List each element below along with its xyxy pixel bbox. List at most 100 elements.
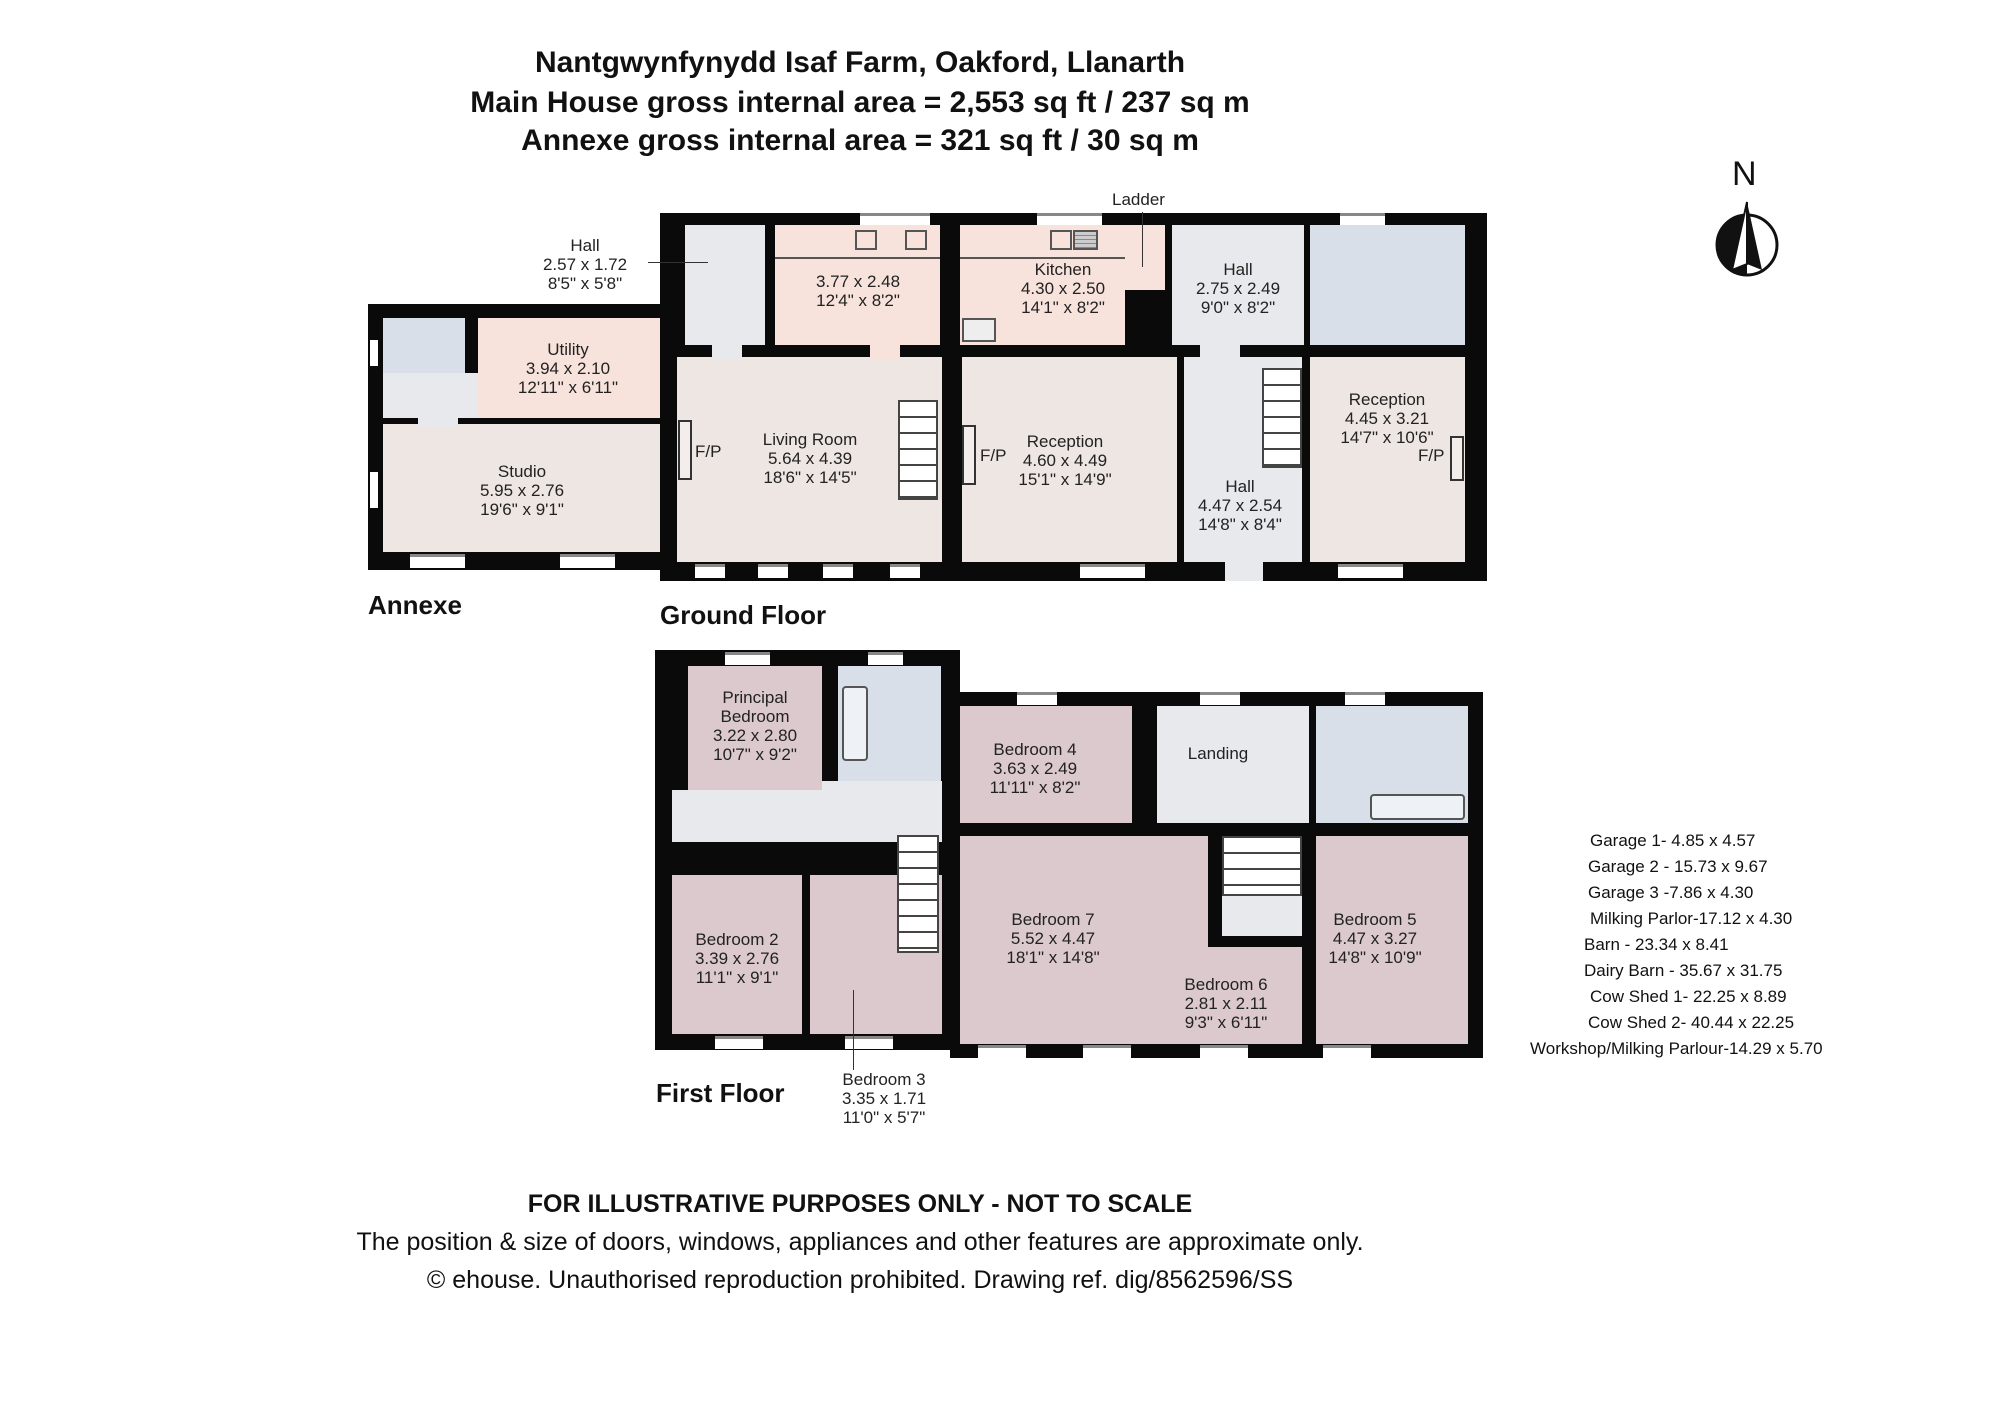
first-floor-label: First Floor (656, 1078, 785, 1108)
window (758, 564, 788, 578)
window (823, 564, 853, 578)
fireplace (678, 420, 692, 480)
compass-label: N (1732, 155, 1757, 193)
north-arrow-icon (1715, 201, 1779, 277)
ladder-arrow (1142, 212, 1143, 267)
hall-north (1172, 225, 1304, 345)
landing-label: Landing (1187, 744, 1249, 763)
outbuilding-item: Barn - 23.34 x 8.41 (1584, 935, 1729, 954)
outbuilding-item: Garage 3 -7.86 x 4.30 (1588, 883, 1754, 902)
landing (1157, 706, 1309, 823)
approximation-note: The position & size of doors, windows, a… (356, 1228, 1364, 1256)
bedroom-4 (960, 706, 1132, 823)
outbuilding-item: Milking Parlor-17.12 x 4.30 (1590, 909, 1793, 928)
window (1323, 1045, 1371, 1058)
reception-east (1310, 357, 1465, 562)
principal-bedroom-label: Principal Bedroom 3.22 x 2.80 10'7" x 9'… (712, 688, 798, 764)
window (1345, 692, 1385, 705)
stairs (1222, 836, 1302, 896)
bedroom-5 (1316, 836, 1468, 1044)
window (410, 554, 465, 568)
outbuilding-item: Dairy Barn - 35.67 x 31.75 (1584, 961, 1783, 980)
bedroom-4-label: Bedroom 4 3.63 x 2.49 11'11" x 8'2" (989, 740, 1081, 797)
fireplace (1450, 436, 1464, 481)
window (860, 213, 930, 225)
hall-north-label: Hall 2.75 x 2.49 9'0" x 8'2" (1195, 260, 1281, 317)
disclaimer: FOR ILLUSTRATIVE PURPOSES ONLY - NOT TO … (527, 1190, 1193, 1218)
annexe-door-gap (418, 418, 458, 428)
page-title: Nantgwynfynydd Isaf Farm, Oakford, Llana… (534, 46, 1186, 79)
worktop (960, 225, 1125, 259)
drainer-icon (1073, 230, 1098, 250)
outbuilding-item: Workshop/Milking Parlour-14.29 x 5.70 (1530, 1039, 1823, 1058)
window (1083, 1045, 1131, 1058)
annexe-lobby (383, 373, 478, 418)
window (1338, 564, 1403, 578)
outbuilding-item: Cow Shed 2- 40.44 x 22.25 (1588, 1013, 1795, 1032)
reception-east-label: Reception 4.45 x 3.21 14'7" x 10'6" (1340, 390, 1434, 447)
window (1340, 213, 1385, 225)
utility-room (478, 318, 660, 418)
stairs (897, 835, 939, 953)
main-house-area: Main House gross internal area = 2,553 s… (470, 86, 1250, 119)
annexe-wc (383, 318, 465, 373)
bedroom-6-label: Bedroom 6 2.81 x 2.11 9'3" x 6'11" (1184, 975, 1268, 1032)
window (868, 652, 903, 665)
ground-floor-label: Ground Floor (660, 600, 827, 630)
first-landing-west-2 (822, 781, 942, 801)
compass: N (1712, 155, 1782, 285)
leader-arrow (648, 262, 708, 263)
sink-icon (1050, 230, 1072, 250)
kitchen-west-label: 3.77 x 2.48 12'4" x 8'2" (815, 272, 901, 310)
bath-icon (842, 686, 868, 761)
window (1200, 692, 1240, 705)
annexe-area: Annexe gross internal area = 321 sq ft /… (521, 124, 1199, 157)
window (695, 564, 725, 578)
outbuilding-item: Garage 2 - 15.73 x 9.67 (1588, 857, 1768, 876)
entry-hall (685, 225, 765, 345)
fireplace-label: F/P (1418, 446, 1445, 465)
bedroom-6 (1166, 947, 1302, 1044)
outbuildings-list: Garage 1- 4.85 x 4.57 Garage 2 - 15.73 x… (1530, 828, 1823, 1062)
kitchen-label: Kitchen 4.30 x 2.50 14'1" x 8'2" (1020, 260, 1106, 317)
hall-south-label: Hall 4.47 x 2.54 14'8" x 8'4" (1197, 477, 1283, 534)
ladder-label: Ladder (1112, 190, 1165, 209)
outbuilding-item: Garage 1- 4.85 x 4.57 (1590, 831, 1756, 850)
utility-label: Utility 3.94 x 2.10 12'11" x 6'11" (517, 340, 619, 397)
fireplace (962, 425, 976, 485)
window (1080, 564, 1145, 578)
fireplace-label: F/P (695, 442, 722, 461)
bedroom-2-label: Bedroom 2 3.39 x 2.76 11'1" x 9'1" (694, 930, 780, 987)
cooker-icon (962, 318, 996, 342)
entry-hall-label: Hall 2.57 x 1.72 8'5" x 5'8" (542, 236, 628, 293)
stairs (898, 400, 938, 500)
bedroom-5-label: Bedroom 5 4.47 x 3.27 14'8" x 10'9" (1328, 910, 1422, 967)
door-gap (870, 340, 900, 360)
copyright: © ehouse. Unauthorised reproduction proh… (426, 1266, 1294, 1294)
bath-icon (1370, 794, 1465, 820)
window (725, 652, 770, 665)
window (560, 554, 615, 568)
window (1200, 1045, 1248, 1058)
window (890, 564, 920, 578)
bedroom-3-label: Bedroom 3 3.35 x 1.71 11'0" x 5'7" (841, 1070, 927, 1127)
window (845, 1036, 893, 1049)
window (1017, 692, 1057, 705)
window (368, 470, 380, 510)
sink-icon (855, 230, 877, 250)
reception-centre (962, 357, 1177, 562)
studio-room (383, 424, 660, 552)
leader-arrow (853, 990, 854, 1070)
window (715, 1036, 763, 1049)
ladder-store (1125, 225, 1165, 290)
fireplace-label: F/P (980, 446, 1007, 465)
living-room (677, 357, 942, 562)
shower-room (1310, 225, 1465, 345)
window (1037, 213, 1102, 225)
annexe-floor-label: Annexe (368, 590, 462, 620)
front-door (1225, 562, 1263, 581)
hob-icon (905, 230, 927, 250)
reception-centre-label: Reception 4.60 x 4.49 15'1" x 14'9" (1018, 432, 1112, 489)
window (368, 338, 380, 368)
studio-label: Studio 5.95 x 2.76 19'6" x 9'1" (479, 462, 565, 519)
